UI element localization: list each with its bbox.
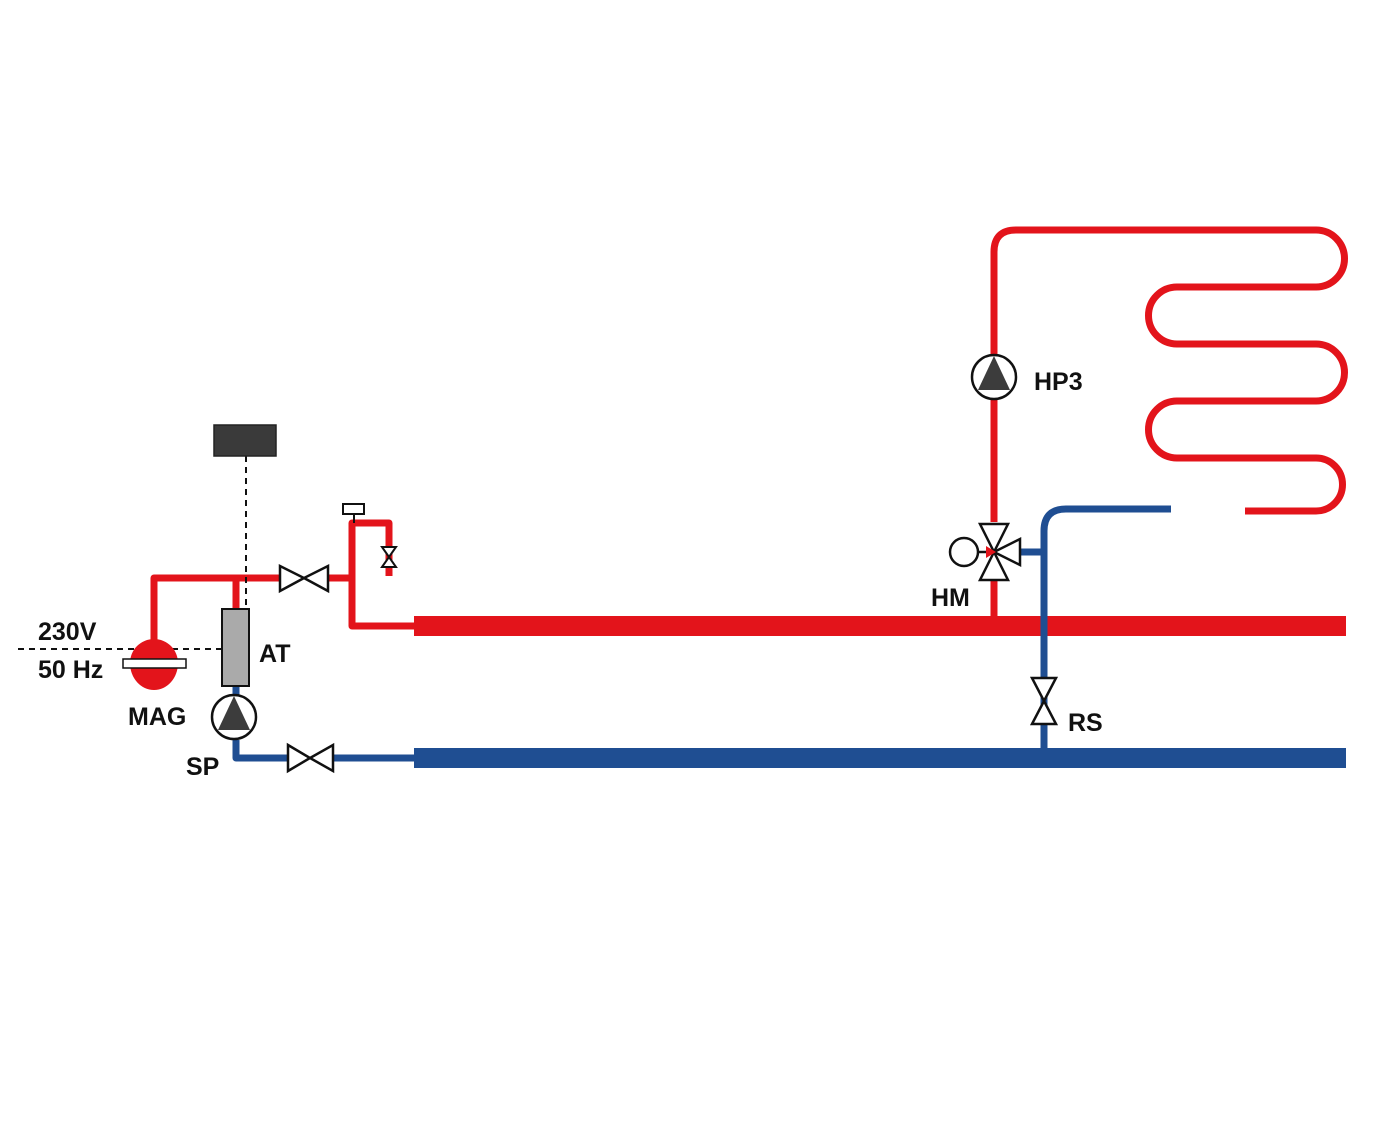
frequency-label: 50 Hz bbox=[38, 656, 103, 684]
source-return-piping bbox=[232, 686, 416, 762]
source-pump-label: SP bbox=[186, 753, 219, 781]
controller-unit bbox=[213, 424, 277, 457]
circuit-pump-label: HP3 bbox=[1034, 368, 1083, 396]
voltage-label: 230V bbox=[38, 618, 97, 646]
circuit-pump-icon bbox=[970, 353, 1018, 401]
heating-return-pipe bbox=[1040, 505, 1171, 758]
expansion-vessel-label: MAG bbox=[128, 703, 186, 731]
drain-valve-icon bbox=[380, 546, 398, 568]
supply-shutoff-valve-icon bbox=[278, 563, 330, 594]
return-shutoff-valve-icon bbox=[286, 742, 335, 774]
bypass-valve-icon bbox=[1029, 676, 1059, 726]
heat-source-label: AT bbox=[259, 640, 290, 668]
heat-source-unit bbox=[221, 608, 250, 687]
underfloor-heating-loop bbox=[990, 226, 1348, 515]
source-supply-piping bbox=[150, 519, 416, 640]
supply-header-pipe bbox=[414, 616, 1346, 636]
source-pump-icon bbox=[210, 693, 258, 741]
three-way-mixing-valve-icon bbox=[948, 522, 1022, 582]
return-header-pipe bbox=[414, 748, 1346, 768]
mixing-valve-label: HM bbox=[931, 584, 970, 612]
air-vent-icon bbox=[342, 503, 365, 523]
bypass-valve-label: RS bbox=[1068, 709, 1103, 737]
expansion-vessel bbox=[122, 639, 187, 690]
